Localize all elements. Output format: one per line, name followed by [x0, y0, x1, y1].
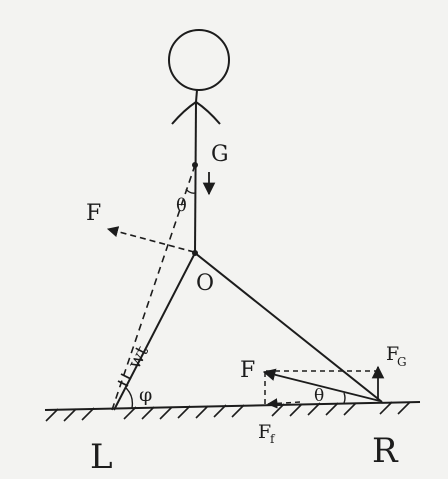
- label-R: R: [372, 431, 399, 471]
- torso-line: [194, 101, 197, 254]
- label-F-left: F: [86, 201, 101, 226]
- label-G: G: [211, 142, 229, 167]
- theta-arc-bottom: [343, 392, 346, 404]
- label-F-G-subscript: G: [397, 355, 407, 369]
- label-wt: wt: [124, 342, 154, 373]
- left-leg-line: [113, 252, 196, 411]
- label-phi: φ: [139, 384, 152, 406]
- head-circle: [168, 29, 230, 91]
- label-F-f-subscript: f: [270, 432, 276, 446]
- wt-tick-1: [117, 380, 129, 387]
- label-theta-top: θ: [176, 195, 187, 216]
- label-F-right: F: [240, 358, 255, 383]
- phi-arc: [125, 387, 134, 409]
- wt-tick-2: [120, 373, 132, 380]
- label-F-G: F: [386, 343, 399, 365]
- neck-line: [195, 89, 198, 103]
- label-theta-bottom: θ: [314, 386, 324, 406]
- label-O: O: [196, 271, 214, 296]
- force-F-arrow-right: [262, 368, 381, 402]
- theta-arc-top: [185, 188, 196, 194]
- right-leg-line: [194, 252, 383, 403]
- ground-hatching: [45, 401, 411, 422]
- force-F-arrow-left: [106, 226, 195, 253]
- ground-line: [44, 401, 421, 411]
- label-F-f: F: [258, 421, 271, 443]
- label-L: L: [90, 437, 113, 477]
